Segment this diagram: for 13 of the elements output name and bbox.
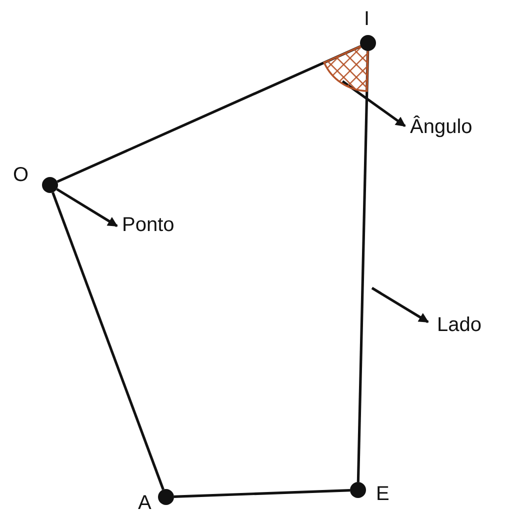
arrow bbox=[371, 286, 429, 324]
polygon-side bbox=[52, 192, 164, 490]
polygon-side bbox=[174, 489, 350, 498]
callout-label: Lado bbox=[437, 314, 482, 336]
arrow bbox=[56, 188, 118, 228]
callout-label: Ângulo bbox=[410, 116, 472, 138]
polygon-side bbox=[56, 45, 362, 183]
vertex-label: A bbox=[138, 493, 152, 513]
vertex-label: I bbox=[364, 9, 370, 29]
vertex-label: O bbox=[13, 165, 29, 185]
vertex-label: E bbox=[376, 484, 390, 504]
polygon-side bbox=[356, 50, 370, 482]
callout-label: Ponto bbox=[122, 214, 174, 236]
